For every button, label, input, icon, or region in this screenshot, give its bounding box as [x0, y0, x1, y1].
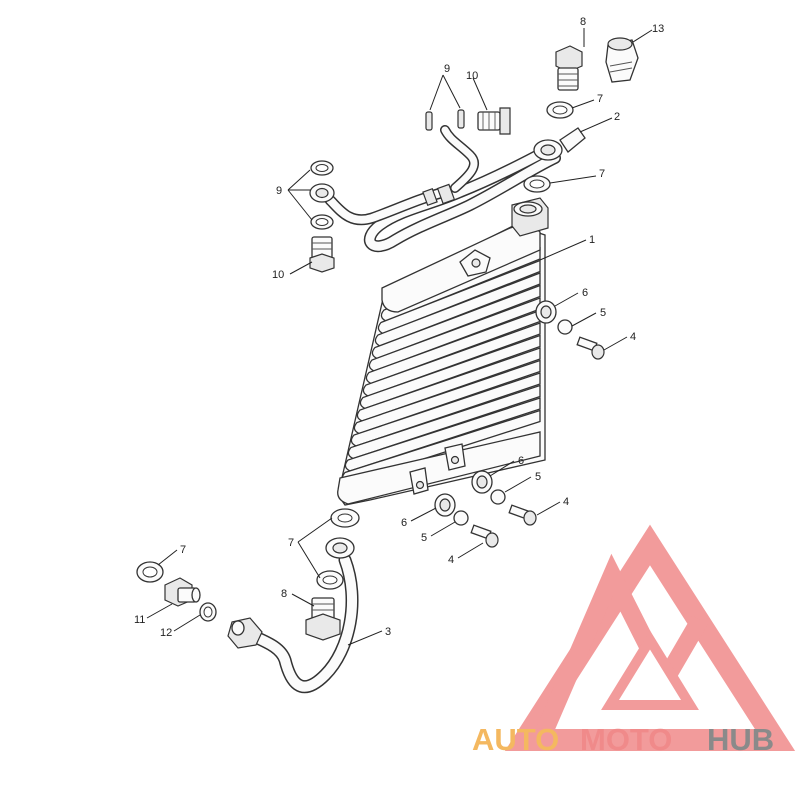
cooler-fin: [344, 397, 541, 472]
callout-5-upper: 5: [600, 307, 606, 319]
wordmark-auto: AUTO: [472, 722, 559, 757]
callout-10-top: 10: [466, 70, 478, 82]
callout-7-top: 7: [597, 93, 603, 105]
lower-oil-pipe: [227, 537, 359, 694]
callout-6-mid: 6: [518, 455, 524, 467]
cooler-fin: [350, 372, 541, 447]
callout-10-left: 10: [272, 269, 284, 281]
callout-5-lower: 5: [421, 532, 427, 544]
banjo-bolt-8-lower: [305, 597, 341, 641]
callout-8-top: 8: [580, 16, 586, 28]
callout-labels: 8 13 9 10 7 2 7 9 1 10 6 5 4 6 5 4 6 5 4…: [134, 16, 664, 639]
bolt-4-upper: [576, 336, 605, 360]
callout-1: 1: [589, 234, 595, 246]
collar-5-upper: [557, 319, 573, 335]
callout-11: 11: [134, 614, 145, 626]
callout-4-lower: 4: [448, 554, 454, 566]
cooler-fin: [353, 359, 541, 435]
cooler-fin: [371, 284, 541, 360]
automotohub-wordmark: AUTO MOTO HUB: [472, 722, 774, 757]
callout-8-lower: 8: [281, 588, 287, 600]
callout-2: 2: [614, 111, 620, 123]
callout-4-upper: 4: [630, 331, 636, 343]
callout-9-top: 9: [444, 63, 450, 75]
cooler-fin: [359, 334, 541, 410]
hollow-bolt-13: [605, 37, 639, 83]
washer-9-b: [457, 109, 465, 129]
callout-12: 12: [160, 627, 172, 639]
callout-5-mid: 5: [535, 471, 541, 483]
upper-oil-pipe: [324, 125, 586, 253]
bolt-4-mid: [508, 504, 537, 526]
collar-5-lower: [453, 510, 469, 526]
callout-7-lower: 7: [288, 537, 294, 549]
bolt-4-lower: [470, 524, 499, 548]
callout-4-mid: 4: [563, 496, 569, 508]
banjo-bolt-10-top: [477, 107, 511, 135]
cooler-fin: [377, 259, 541, 335]
cooler-fin: [347, 384, 541, 460]
banjo-bolt-8-top: [555, 45, 583, 91]
callout-7-right: 7: [599, 168, 605, 180]
union-fitting-11: [164, 577, 201, 607]
callout-7-left: 7: [180, 544, 186, 556]
oil-cooler-body: [337, 197, 549, 506]
wordmark-moto: MOTO: [580, 722, 672, 757]
cooler-fin: [362, 322, 541, 397]
cooler-fin: [374, 272, 541, 347]
collar-5-mid: [490, 489, 506, 505]
callout-3: 3: [385, 626, 391, 638]
callout-6-lower: 6: [401, 517, 407, 529]
cooler-fin: [365, 309, 541, 385]
leader-lines: [146, 28, 653, 646]
banjo-bolt-10-left: [309, 236, 335, 273]
automotohub-logo: [504, 524, 796, 751]
callout-6-upper: 6: [582, 287, 588, 299]
cooler-fin: [356, 347, 541, 422]
washer-9-a: [425, 111, 433, 131]
cooler-fin: [368, 297, 541, 372]
wordmark-hub: HUB: [707, 722, 774, 757]
callout-9-left: 9: [276, 185, 282, 197]
callout-13: 13: [652, 23, 664, 35]
